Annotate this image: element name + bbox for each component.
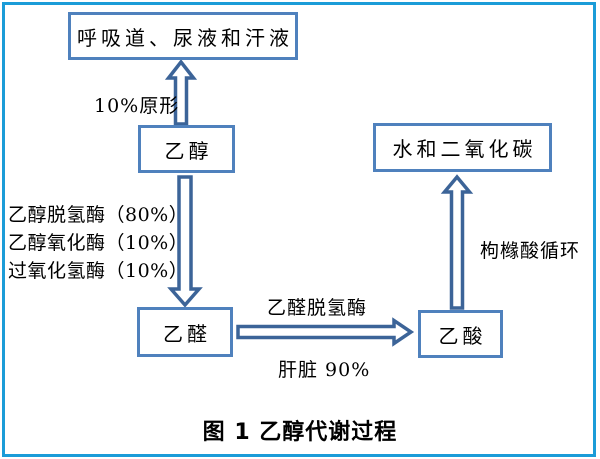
figure-caption: 图 1 乙醇代谢过程	[202, 420, 398, 445]
node-acetaldehyde: 乙醛	[137, 307, 233, 357]
arrow-acetic-to-water-icon	[440, 174, 474, 310]
node-ethanol-label: 乙醇	[164, 138, 213, 163]
label-citric-cycle: 枸橼酸循环	[480, 240, 581, 262]
node-water-co2: 水和二氧化碳	[373, 123, 552, 172]
label-enzyme-oxidase: 乙醇氧化酶（10%）	[8, 232, 189, 254]
label-liver: 肝脏 90%	[278, 359, 371, 381]
node-acetic-acid-label: 乙酸	[438, 323, 487, 348]
label-original-form: 10%原形	[94, 95, 180, 117]
node-acetic-acid: 乙酸	[418, 310, 503, 358]
arrow-ethanol-to-excretion-icon	[164, 59, 198, 126]
node-acetaldehyde-label: 乙醛	[163, 321, 211, 346]
node-water-co2-label: 水和二氧化碳	[392, 137, 537, 161]
arrow-acetaldehyde-to-acetic-icon	[236, 317, 415, 347]
label-aldh: 乙醛脱氢酶	[267, 297, 368, 319]
label-enzyme-catalase: 过氧化氢酶（10%）	[8, 260, 189, 282]
label-enzymes: 乙醇脱氢酶（80%） 乙醇氧化酶（10%） 过氧化氢酶（10%）	[8, 201, 188, 285]
node-excretion-label: 呼吸道、尿液和汗液	[77, 25, 293, 50]
node-ethanol: 乙醇	[138, 125, 235, 173]
label-enzyme-adh: 乙醇脱氢酶（80%）	[8, 204, 189, 226]
arrow-ethanol-to-acetaldehyde-icon	[167, 175, 203, 308]
node-excretion: 呼吸道、尿液和汗液	[68, 12, 298, 60]
